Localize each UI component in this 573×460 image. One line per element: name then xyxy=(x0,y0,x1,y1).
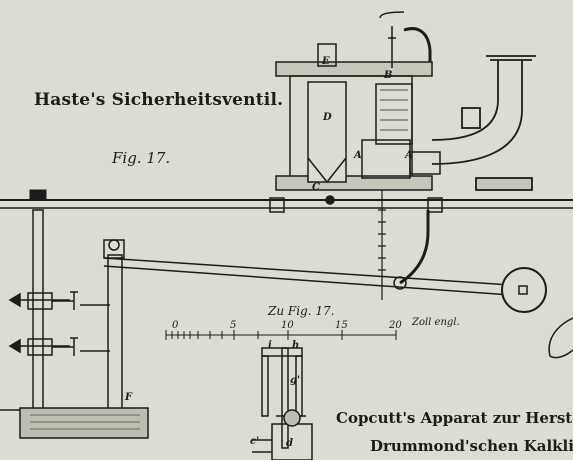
figure-number: Fig. 17. xyxy=(112,149,171,167)
part-label-i: i xyxy=(268,340,272,351)
figure-title: Haste's Sicherheitsventil. xyxy=(34,90,284,110)
scale-tick-label: 5 xyxy=(230,320,237,331)
valve-housing xyxy=(275,11,441,205)
part-label-h: h xyxy=(292,340,300,351)
scale-tick-label: 20 xyxy=(389,320,402,331)
lever-arm xyxy=(103,210,547,313)
part-label-b: B xyxy=(384,70,393,81)
link-chain xyxy=(378,190,386,300)
right-edge-part xyxy=(548,317,573,359)
part-label-a-left: A xyxy=(354,150,362,161)
outlet-pipe xyxy=(431,55,536,191)
scale-title: Zu Fig. 17. xyxy=(268,304,335,318)
part-label-f: F xyxy=(125,392,133,403)
gauge-column xyxy=(8,209,125,411)
part-label-a-right: A xyxy=(405,150,413,161)
part-label-g-prime: g' xyxy=(290,375,301,386)
scale-tick-label: 0 xyxy=(172,320,179,331)
scale-unit: Zoll engl. xyxy=(412,317,460,328)
scale-tick-label: 10 xyxy=(281,320,294,331)
part-label-c-prime: c' xyxy=(250,436,260,447)
water-tank xyxy=(0,407,149,439)
copcutt-apparatus xyxy=(252,347,313,460)
boiler-top-plate xyxy=(0,189,573,213)
scale-tick-label: 15 xyxy=(335,320,348,331)
caption-line-1: Copcutt's Apparat zur Herstel xyxy=(336,409,573,427)
scale-bar xyxy=(165,330,397,340)
caption-line-2: Drummond'schen Kalklich xyxy=(370,437,573,455)
part-label-d-small: d xyxy=(286,438,293,449)
part-label-d: D xyxy=(323,112,332,123)
part-label-e: E xyxy=(322,56,330,67)
part-label-c: C xyxy=(312,182,320,193)
